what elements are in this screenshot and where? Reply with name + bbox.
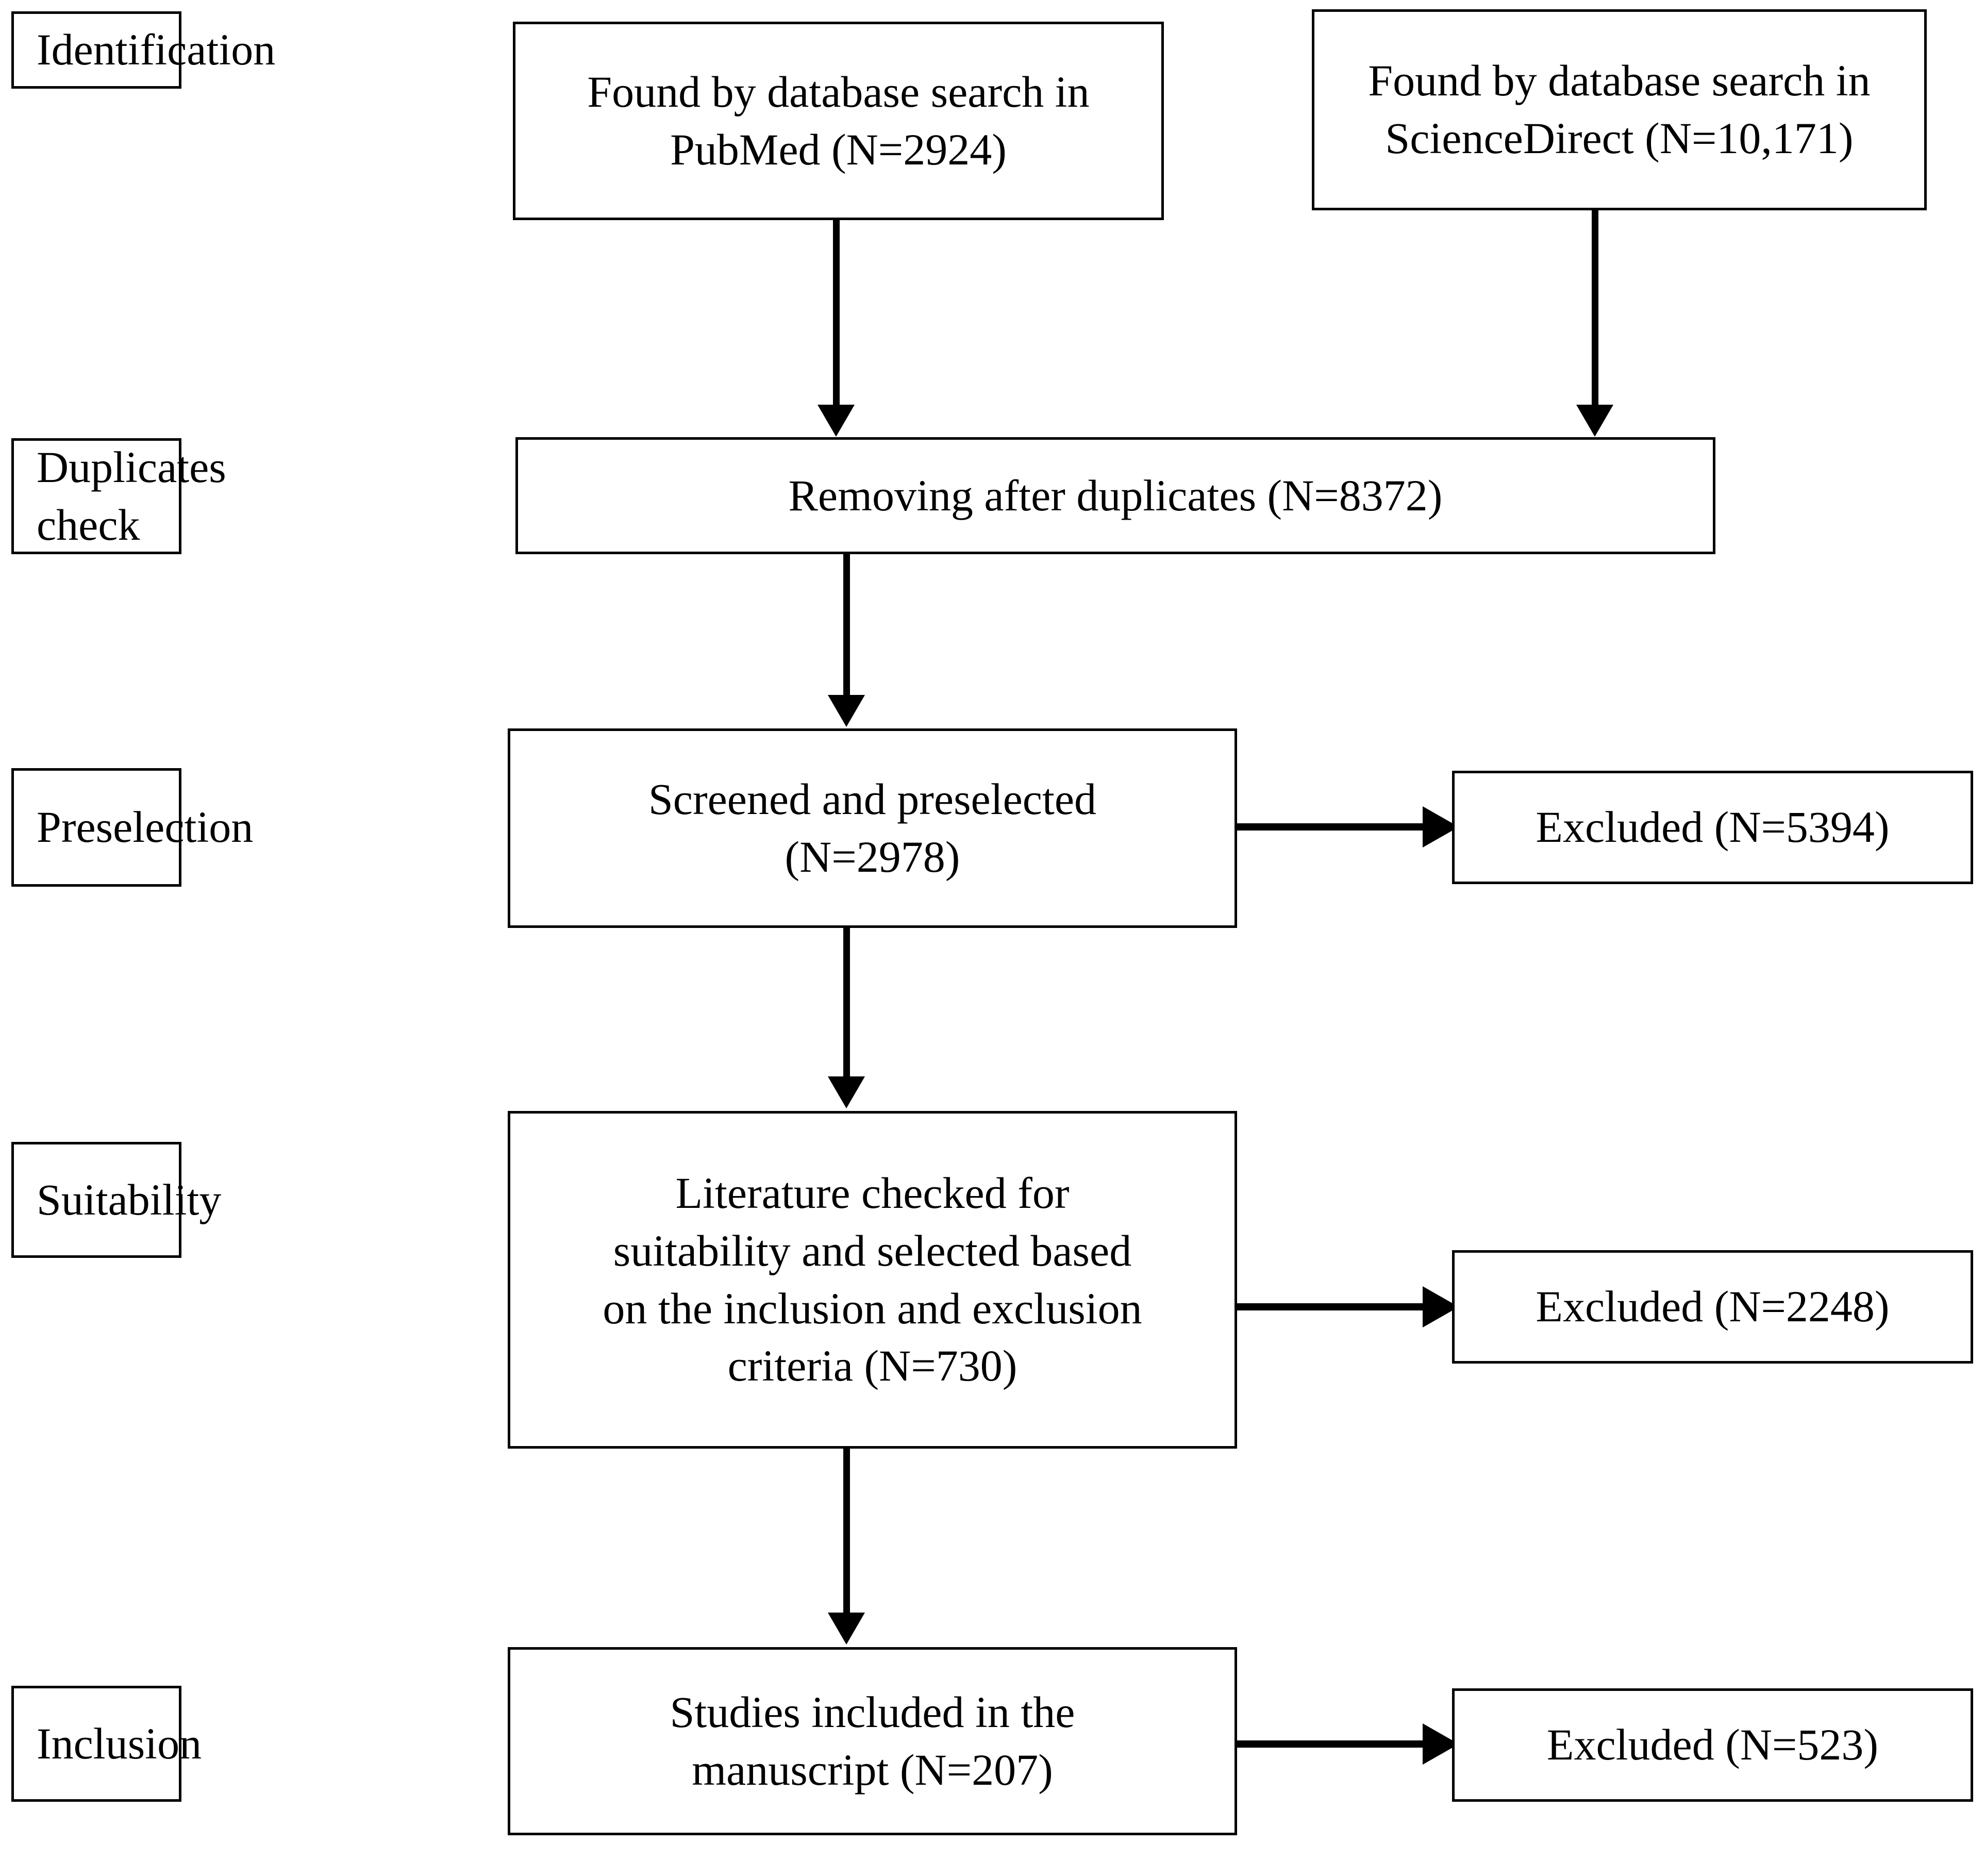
stage-label-inclusion-text: Inclusion (37, 1718, 202, 1768)
stage-label-preselection-text: Preselection (37, 802, 254, 852)
node-pubmed-text: Found by database search in PubMed (N=29… (587, 67, 1090, 174)
stage-label-suitability-text: Suitability (37, 1174, 222, 1224)
connector-screened-to-excluded (1237, 823, 1428, 831)
node-sciencedirect-text: Found by database search in ScienceDirec… (1368, 56, 1871, 163)
stage-label-duplicates-check: Duplicates check (11, 438, 226, 554)
node-excluded-preselection-text: Excluded (N=5394) (1536, 802, 1890, 852)
node-included-text: Studies included in the manuscript (N=20… (670, 1687, 1075, 1795)
connector-suitability-to-included (843, 1449, 850, 1614)
node-included: Studies included in the manuscript (N=20… (508, 1647, 1237, 1835)
node-screened-text: Screened and preselected (N=2978) (648, 774, 1097, 882)
node-suitability-text: Literature checked for suitability and s… (603, 1168, 1142, 1391)
stage-label-preselection: Preselection (11, 768, 253, 887)
arrowhead-sciencedirect-to-duplicates (1576, 405, 1613, 437)
stage-label-suitability: Suitability (11, 1142, 221, 1258)
node-screened: Screened and preselected (N=2978) (508, 728, 1237, 928)
arrowhead-screened-to-suitability (828, 1076, 865, 1108)
node-excluded-inclusion-text: Excluded (N=523) (1546, 1720, 1879, 1770)
connector-included-to-excluded (1237, 1740, 1428, 1748)
node-sciencedirect: Found by database search in ScienceDirec… (1312, 9, 1927, 210)
connector-suitability-to-excluded (1237, 1303, 1428, 1310)
node-suitability: Literature checked for suitability and s… (508, 1111, 1237, 1449)
node-excluded-inclusion: Excluded (N=523) (1452, 1688, 1973, 1802)
arrowhead-suitability-to-included (828, 1613, 865, 1645)
connector-duplicates-to-screened (843, 554, 850, 696)
connector-sciencedirect-to-duplicates (1592, 210, 1598, 406)
stage-label-inclusion: Inclusion (11, 1686, 202, 1802)
arrowhead-duplicates-to-screened (828, 695, 865, 727)
node-excluded-suitability: Excluded (N=2248) (1452, 1250, 1973, 1364)
arrowhead-pubmed-to-duplicates (818, 405, 855, 437)
stage-label-identification: Identification (11, 11, 275, 89)
connector-pubmed-to-duplicates (833, 220, 840, 406)
node-duplicates: Removing after duplicates (N=8372) (515, 437, 1715, 554)
node-excluded-preselection: Excluded (N=5394) (1452, 771, 1973, 884)
node-pubmed: Found by database search in PubMed (N=29… (513, 22, 1164, 220)
node-duplicates-text: Removing after duplicates (N=8372) (788, 470, 1443, 520)
stage-label-identification-text: Identification (37, 25, 276, 75)
stage-label-duplicates-check-text: Duplicates check (37, 442, 226, 550)
connector-screened-to-suitability (843, 928, 850, 1077)
node-excluded-suitability-text: Excluded (N=2248) (1536, 1282, 1890, 1332)
